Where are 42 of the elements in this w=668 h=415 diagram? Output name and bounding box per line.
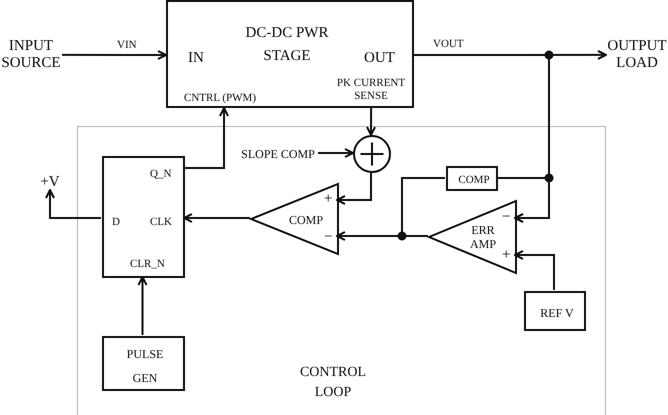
pin-label: IN — [188, 49, 205, 68]
pin-label: CNTRL (PWM) — [184, 91, 258, 106]
load-label: OUTPUT LOAD — [606, 38, 668, 74]
pulse-generator-box — [102, 336, 185, 391]
block-title: DC-DC PWR STAGE — [244, 24, 330, 66]
slope-comp-label: SLOPE COMP — [237, 146, 319, 163]
source-label: INPUT SOURCE — [0, 38, 62, 74]
pin-label: PK CURRENT SENSE — [336, 77, 406, 103]
pin-label: CLK — [150, 215, 173, 230]
connector-arrow — [45, 189, 101, 219]
block-label: COMP — [457, 173, 491, 188]
connector-arrow — [184, 107, 230, 170]
connector-arrow — [183, 212, 250, 223]
reference-box — [524, 291, 586, 331]
supply-label: +V — [38, 174, 62, 190]
power-stage-box — [166, 0, 414, 108]
error-amplifier-triangle — [429, 201, 516, 273]
block-label: REF V — [539, 305, 575, 322]
pin-label: CLR_N — [130, 257, 166, 272]
flip-flop-box — [102, 156, 185, 278]
input-sign: + — [502, 248, 512, 263]
control-loop-frame — [77, 126, 606, 415]
connector-arrow — [366, 108, 376, 136]
input-sign: − — [502, 210, 512, 225]
region-label: CONTROL LOOP — [298, 364, 368, 402]
compensation-box — [446, 166, 498, 191]
block-label: COMP — [289, 212, 324, 229]
block-label: PULSE GEN — [126, 346, 164, 387]
connector-arrow — [318, 148, 354, 158]
block-label: ERR AMP — [468, 223, 497, 251]
connector-arrow — [62, 50, 167, 60]
connector-arrow — [336, 171, 372, 205]
connector-arrow — [414, 54, 550, 223]
pin-label: D — [112, 215, 121, 230]
connector-arrow — [138, 276, 148, 335]
comparator-triangle — [251, 184, 338, 254]
summing-junction — [354, 136, 390, 172]
pin-label: Q_N — [150, 167, 172, 182]
input-sign: + — [324, 192, 334, 207]
connector-arrow — [514, 250, 555, 290]
input-sign: − — [324, 230, 334, 245]
pin-label: OUT — [364, 49, 396, 68]
